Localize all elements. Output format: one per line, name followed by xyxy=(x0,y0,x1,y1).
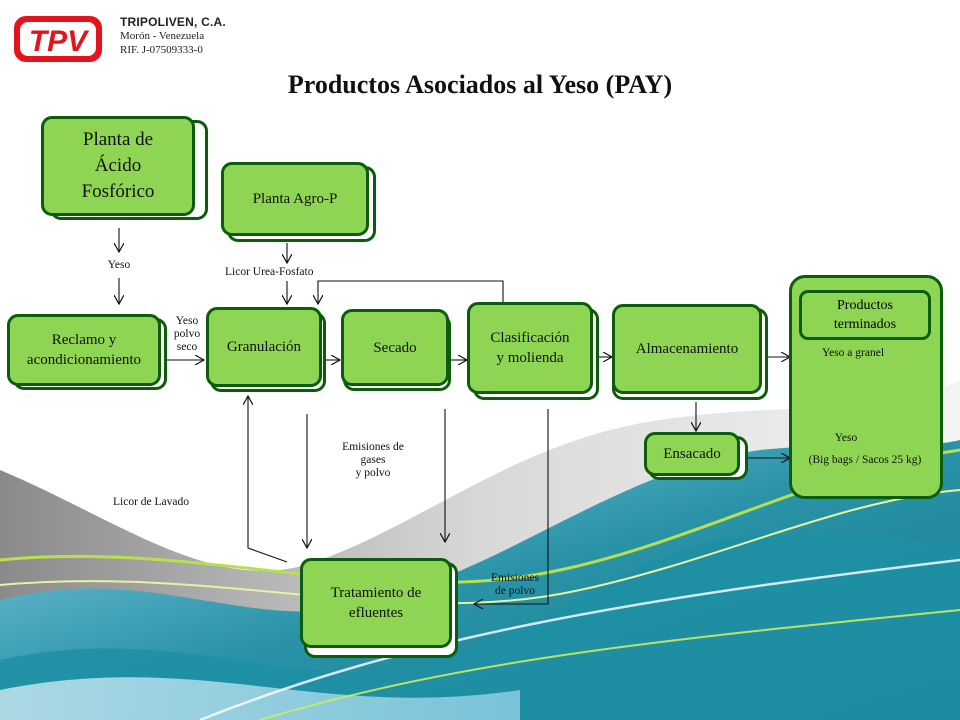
company-info: TRIPOLIVEN, C.A. Morón - Venezuela RIF. … xyxy=(120,15,226,57)
planta-agro-node: Planta Agro-P xyxy=(221,162,369,236)
tpv-logo: TPV xyxy=(14,16,102,62)
label-yeso-bags: Yeso xyxy=(834,432,858,444)
logo-text: TPV xyxy=(29,25,90,58)
label-licor-lavado: Licor de Lavado xyxy=(113,496,189,508)
label-licor-urea: Licor Urea-Fosfato xyxy=(225,266,314,278)
label-bags-detail: (Big bags / Sacos 25 kg) xyxy=(808,454,922,466)
ensacado-node: Ensacado xyxy=(644,432,740,476)
company-name: TRIPOLIVEN, C.A. xyxy=(120,15,226,29)
almacenamiento-node: Almacenamiento xyxy=(612,304,762,394)
label-yeso-granel: Yeso a granel xyxy=(821,347,885,359)
company-rif: RIF. J-07509333-0 xyxy=(120,44,203,56)
company-location: Morón - Venezuela xyxy=(120,30,205,42)
secado-node: Secado xyxy=(341,309,449,386)
granulacion-node: Granulación xyxy=(206,307,322,387)
page-title: Productos Asociados al Yeso (PAY) xyxy=(287,70,673,99)
label-yeso: Yeso xyxy=(107,259,131,271)
